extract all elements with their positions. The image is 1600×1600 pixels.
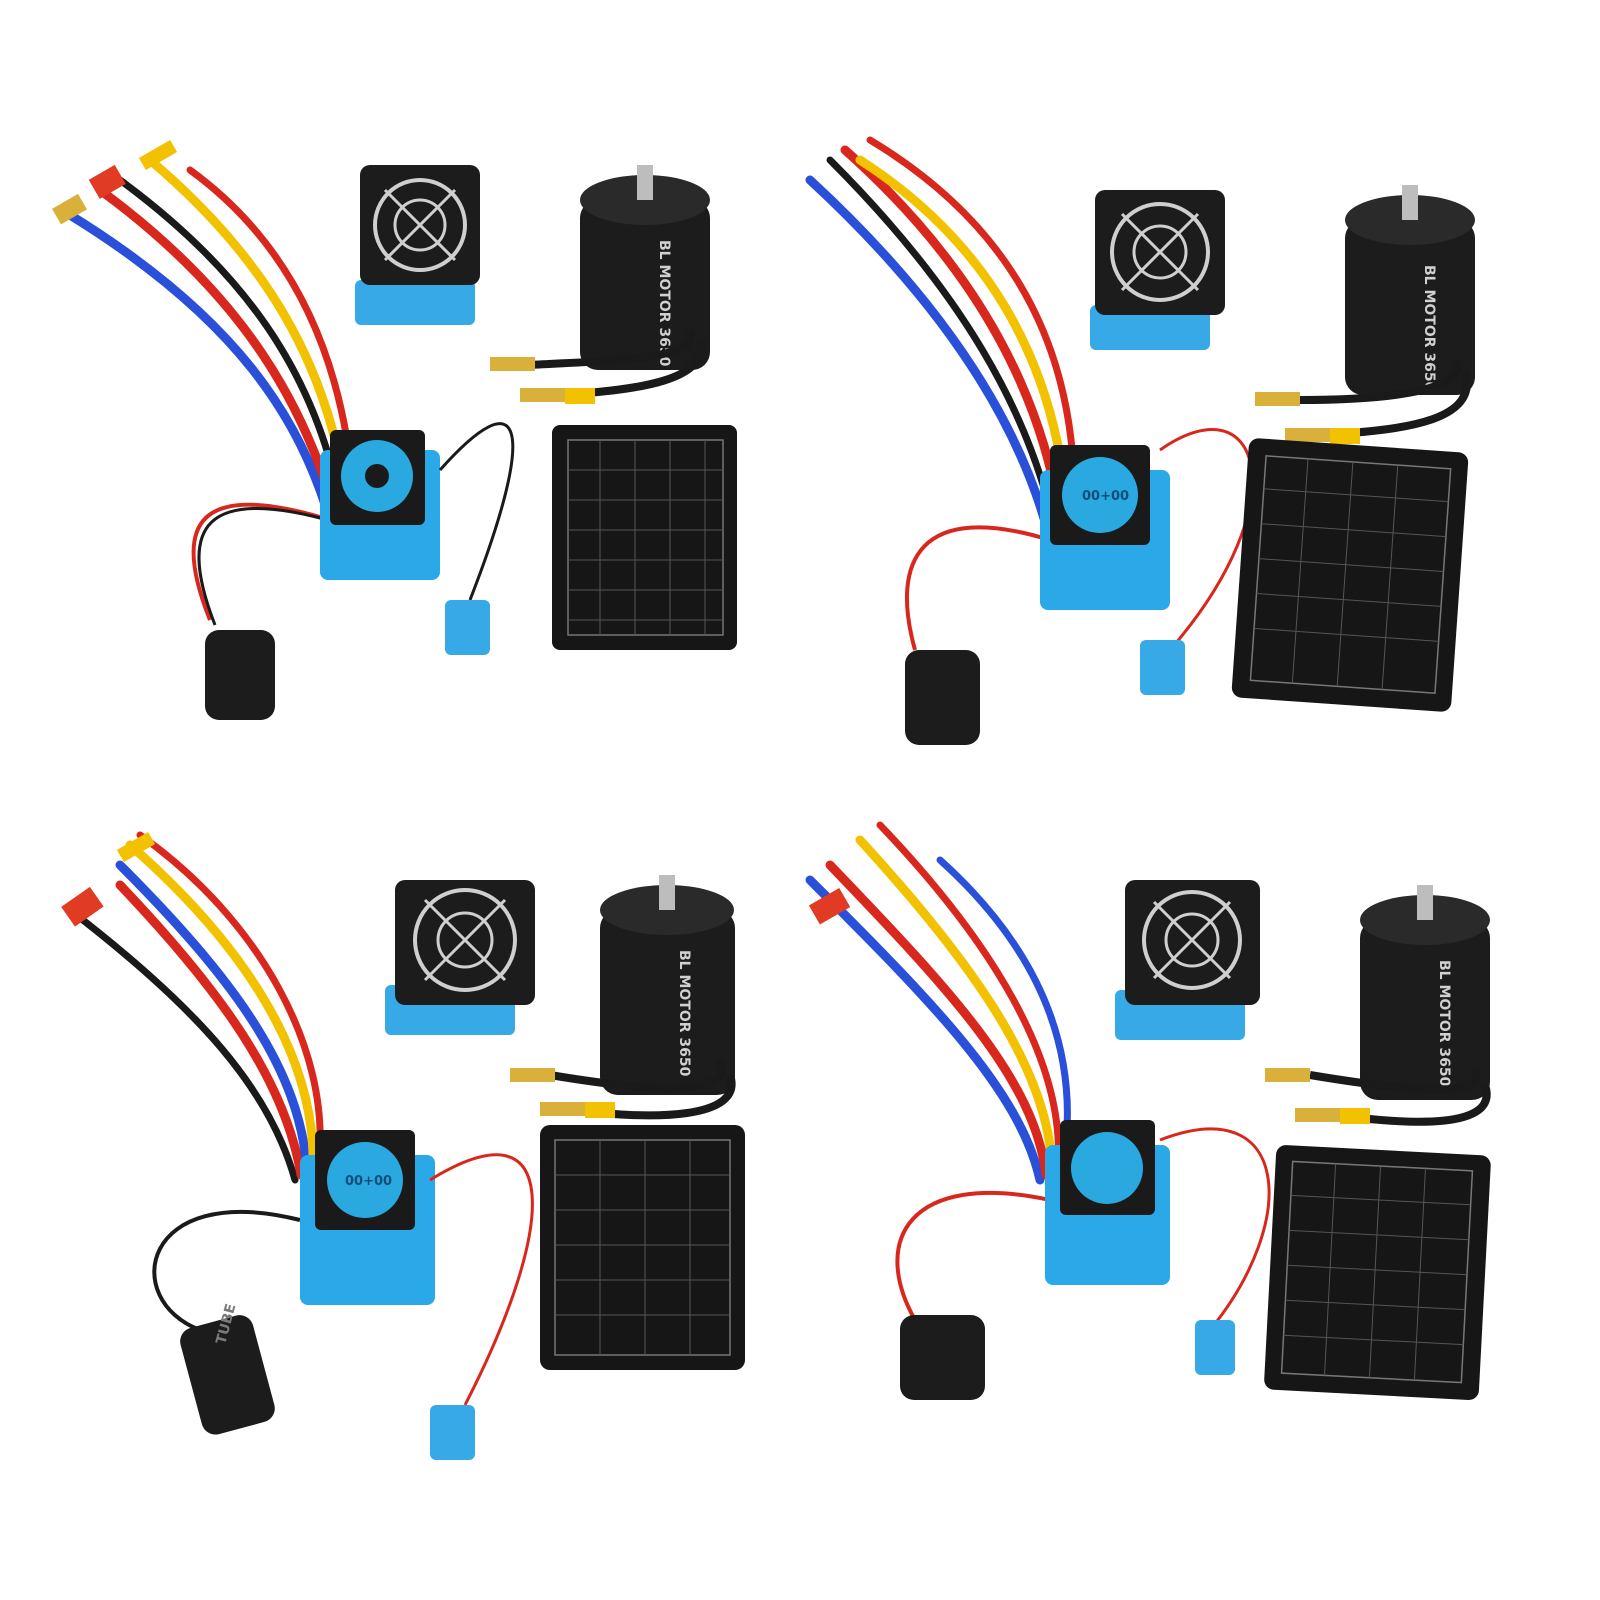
motor-label: BL MOTOR 3650 [1421, 265, 1437, 392]
motor-label: BL MOTOR 3650 [656, 240, 672, 367]
product-set-illustration: 00+00 BL MOTOR 3650 [805, 136, 1475, 745]
motor-wires [1265, 1068, 1491, 1126]
motor-heatsink-fan [355, 165, 480, 325]
motor-heatsink-fan [1090, 190, 1225, 350]
sensor-lead [1159, 1127, 1271, 1331]
power-wires [61, 831, 324, 1184]
receiver-lead [191, 502, 331, 621]
power-wires [52, 139, 358, 525]
power-switch [205, 630, 275, 720]
fan-icon [327, 1142, 403, 1218]
product-set-top-left: BL MOTOR 3650 [0, 0, 800, 800]
power-switch [905, 650, 980, 745]
esc-controller [1045, 1120, 1170, 1285]
esc-controller: 00+00 [1040, 445, 1170, 610]
program-card [1264, 1145, 1491, 1400]
power-switch [900, 1315, 985, 1400]
esc-controller: 00+00 [300, 1130, 435, 1305]
sensor-plug [1195, 1320, 1235, 1375]
program-card [540, 1125, 745, 1370]
sensor-plug [430, 1405, 475, 1460]
receiver-lead [904, 525, 1051, 651]
fan-label: 00+00 [345, 1174, 392, 1189]
motor-label: BL MOTOR 3650 [676, 950, 692, 1077]
product-set-illustration: TUBE 00+00 BL MOTOR 3650 [61, 831, 745, 1460]
power-switch [180, 1315, 275, 1435]
product-set-bottom-right: BL MOTOR 3650 [800, 800, 1600, 1600]
fan-icon [1071, 1132, 1143, 1204]
brushless-motor: BL MOTOR 3650 [1345, 185, 1475, 395]
sensor-lead [429, 1153, 534, 1406]
brushless-motor: BL MOTOR 3650 [580, 165, 710, 370]
receiver-lead [152, 1209, 301, 1332]
product-set-top-right: 00+00 BL MOTOR 3650 [800, 0, 1600, 800]
product-set-bottom-left: TUBE 00+00 BL MOTOR 3650 [0, 800, 800, 1600]
motor-heatsink-fan [385, 880, 535, 1035]
product-set-illustration: BL MOTOR 3650 [805, 821, 1491, 1400]
motor-heatsink-fan [1115, 880, 1260, 1040]
sensor-lead [438, 422, 515, 601]
power-wires [805, 136, 1078, 545]
brushless-motor: BL MOTOR 3650 [600, 875, 735, 1095]
program-card [552, 425, 737, 650]
motor-label: BL MOTOR 3650 [1436, 960, 1452, 1087]
product-set-illustration: BL MOTOR 3650 [52, 139, 737, 720]
program-card [1231, 438, 1469, 712]
esc-controller [320, 430, 440, 580]
power-wires [805, 821, 1071, 1185]
sensor-plug [445, 600, 490, 655]
brushless-motor: BL MOTOR 3650 [1360, 885, 1490, 1100]
motor-wires [510, 1058, 736, 1120]
motor-wires [490, 328, 705, 404]
receiver-lead [895, 1190, 1051, 1321]
sensor-plug [1140, 640, 1185, 695]
motor-wires [1255, 358, 1471, 444]
fan-icon [1062, 457, 1138, 533]
fan-label: 00+00 [1082, 489, 1129, 504]
